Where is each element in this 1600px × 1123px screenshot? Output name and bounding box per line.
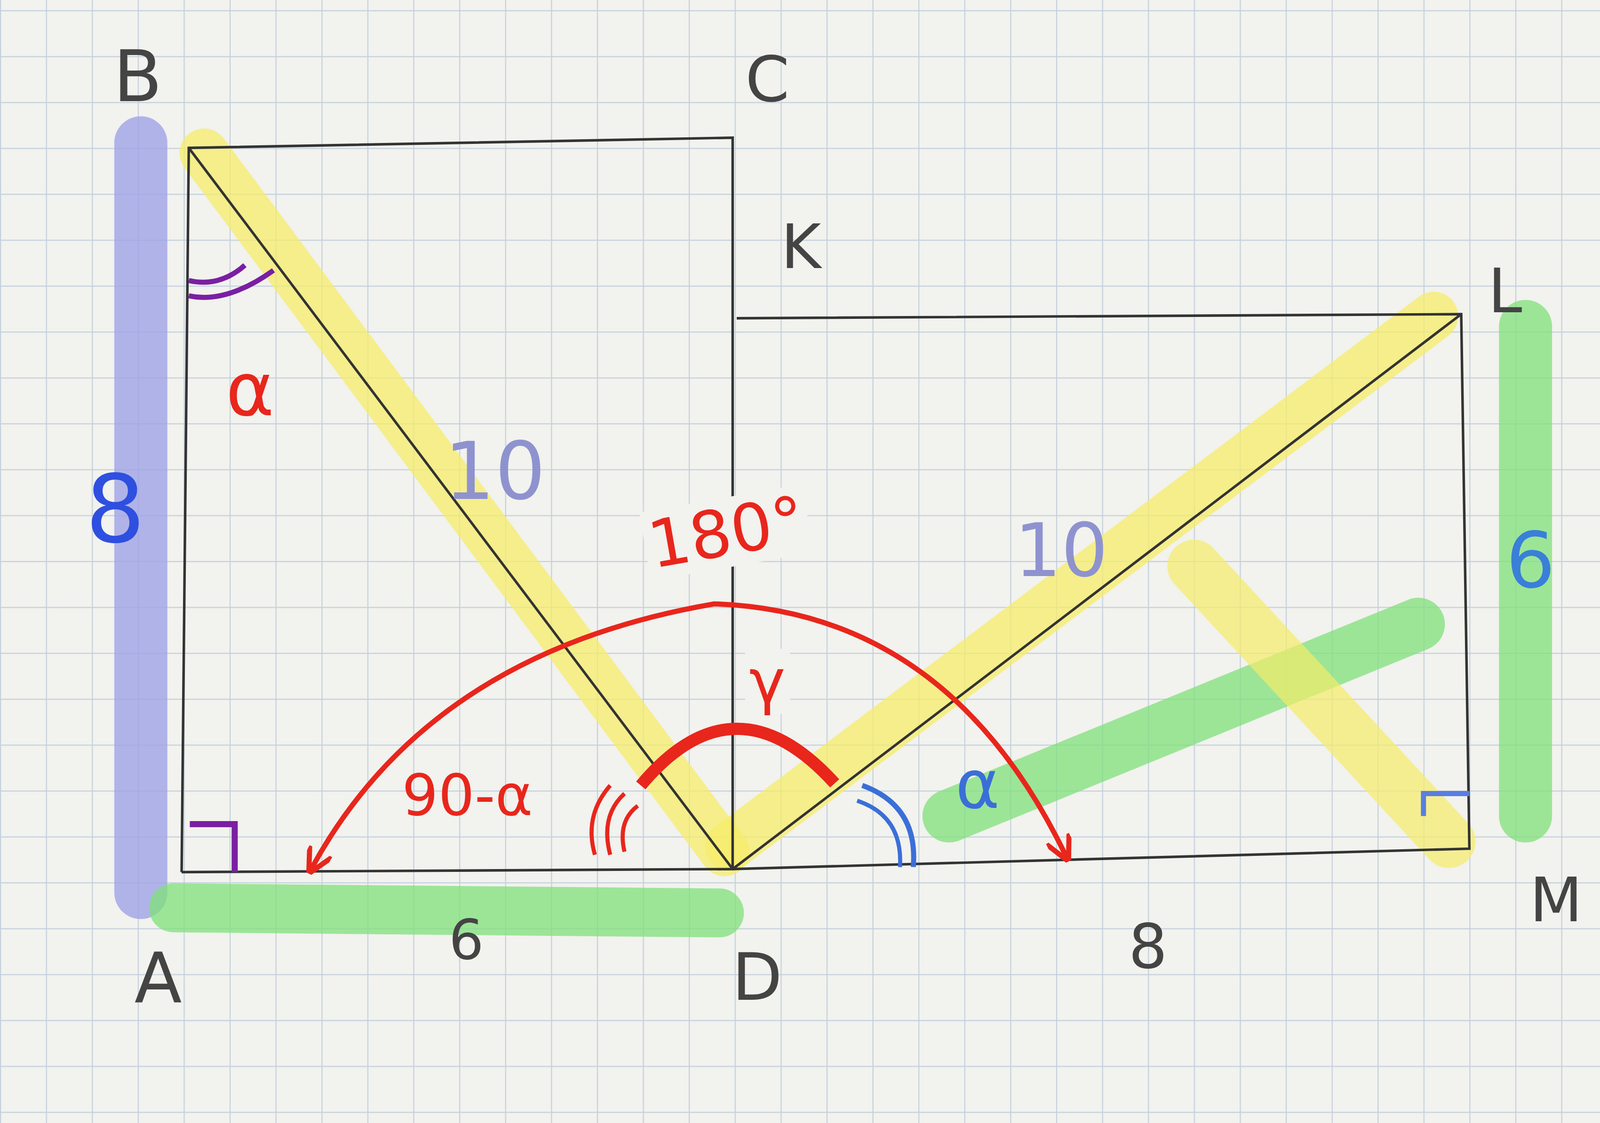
length-label: 10 [1014, 514, 1108, 588]
vertex-label: D [732, 944, 783, 1011]
angle-label: 90-α [401, 767, 533, 825]
angle-label: γ [745, 648, 790, 715]
vertex-label: M [1529, 869, 1583, 931]
vertex-label: K [780, 216, 821, 278]
length-label: 6 [448, 913, 485, 969]
length-label: 8 [85, 463, 146, 558]
angle-label: α [225, 352, 275, 427]
length-label: 8 [1128, 916, 1168, 978]
length-label: 6 [1505, 522, 1556, 601]
vertex-label: B [113, 40, 163, 113]
vertex-label: L [1488, 260, 1523, 322]
vertex-label: C [745, 47, 790, 112]
angle-label: α [955, 752, 1000, 820]
vertex-label: A [134, 944, 183, 1014]
length-label: 10 [444, 431, 546, 511]
